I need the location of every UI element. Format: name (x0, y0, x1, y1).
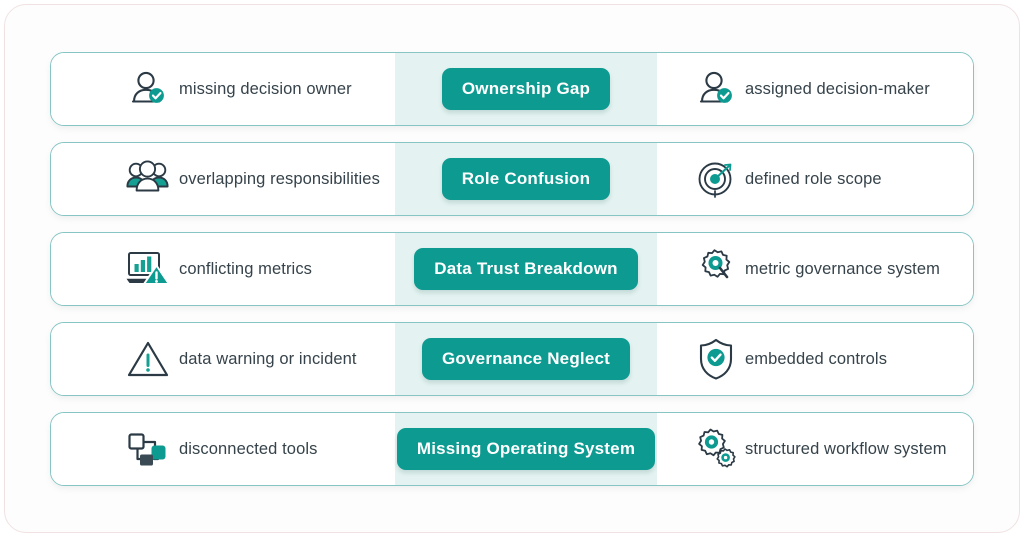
solution-label: structured workflow system (745, 439, 947, 458)
badge-cell: Governance Neglect (395, 323, 657, 395)
problem-cell: data warning or incident (51, 323, 395, 395)
problem-label: overlapping responsibilities (179, 169, 380, 188)
target-icon (693, 156, 739, 202)
badge-cell: Missing Operating System (395, 413, 657, 485)
solution-cell: metric governance system (657, 233, 973, 305)
solution-cell: embedded controls (657, 323, 973, 395)
solution-cell: defined role scope (657, 143, 973, 215)
badge-button[interactable]: Governance Neglect (422, 338, 630, 380)
solution-label: metric governance system (745, 259, 940, 278)
problem-cell: missing decision owner (51, 53, 395, 125)
double-gear-icon (693, 426, 739, 472)
problem-solution-rows: missing decision owner Ownership Gap ass… (50, 52, 974, 486)
solution-cell: structured workflow system (657, 413, 973, 485)
solution-label: defined role scope (745, 169, 882, 188)
problem-label: data warning or incident (179, 349, 357, 368)
shield-check-icon (693, 336, 739, 382)
badge-cell: Role Confusion (395, 143, 657, 215)
problem-cell: disconnected tools (51, 413, 395, 485)
problem-cell: conflicting metrics (51, 233, 395, 305)
solution-label: assigned decision-maker (745, 79, 930, 98)
table-row: data warning or incident Governance Negl… (50, 322, 974, 396)
solution-cell: assigned decision-maker (657, 53, 973, 125)
people-group-icon (125, 156, 171, 202)
gear-search-icon (693, 246, 739, 292)
solution-label: embedded controls (745, 349, 888, 368)
warning-triangle-icon (125, 336, 171, 382)
node-network-icon (125, 426, 171, 472)
badge-button[interactable]: Data Trust Breakdown (414, 248, 638, 290)
badge-button[interactable]: Ownership Gap (441, 68, 611, 110)
problem-label: disconnected tools (179, 439, 318, 458)
table-row: missing decision owner Ownership Gap ass… (50, 52, 974, 126)
person-check-icon (125, 66, 171, 112)
table-row: overlapping responsibilities Role Confus… (50, 142, 974, 216)
badge-cell: Data Trust Breakdown (395, 233, 657, 305)
table-row: disconnected tools Missing Operating Sys… (50, 412, 974, 486)
badge-button[interactable]: Role Confusion (441, 158, 611, 200)
badge-button[interactable]: Missing Operating System (396, 428, 656, 470)
chart-warning-icon (125, 246, 171, 292)
problem-label: missing decision owner (179, 79, 352, 98)
problem-cell: overlapping responsibilities (51, 143, 395, 215)
problem-label: conflicting metrics (179, 259, 313, 278)
badge-cell: Ownership Gap (395, 53, 657, 125)
person-check-icon (693, 66, 739, 112)
table-row: conflicting metrics Data Trust Breakdown… (50, 232, 974, 306)
